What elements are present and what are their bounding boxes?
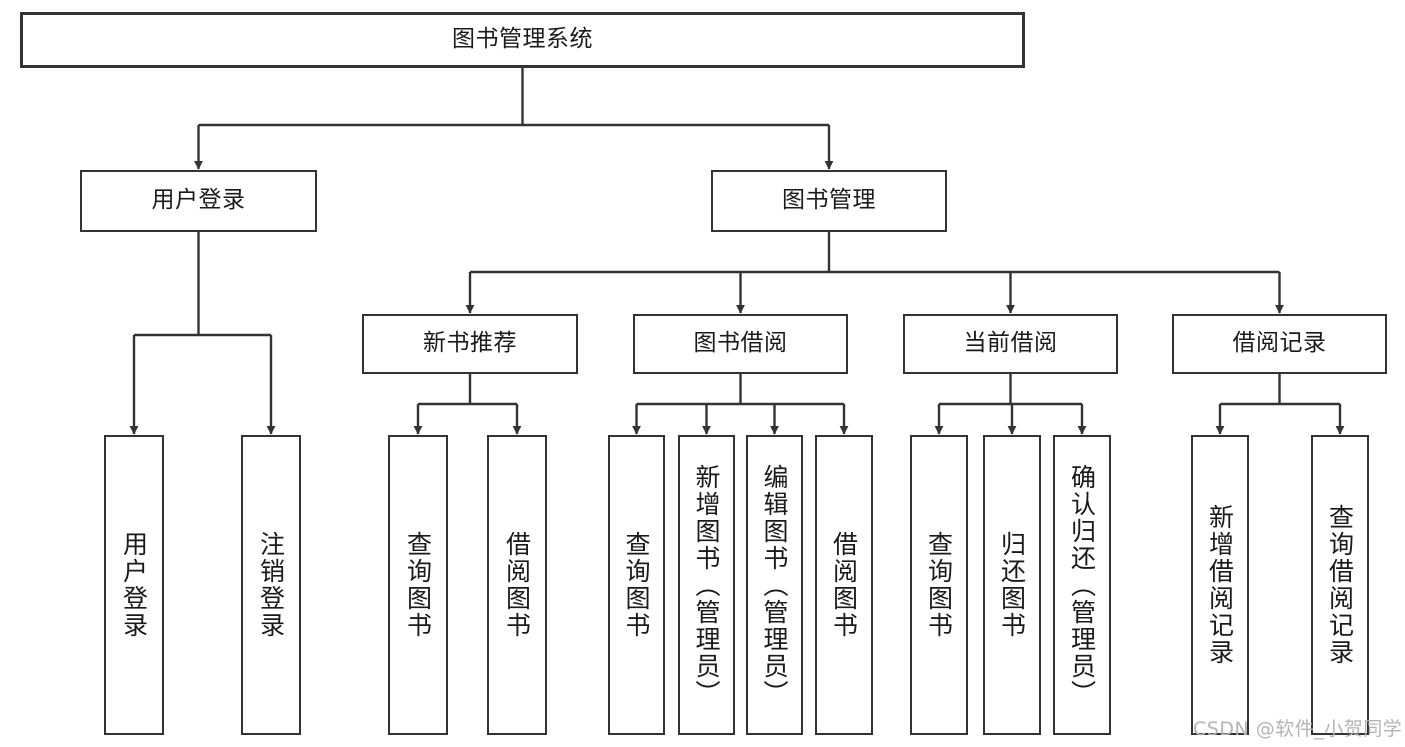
- node-label: 新书推荐: [423, 330, 517, 357]
- node-bookmgmt[interactable]: 图书管理: [711, 170, 947, 232]
- node-label: 查询图书: [403, 531, 433, 639]
- node-label: 查询图书: [924, 531, 954, 639]
- node-label: 归还图书: [997, 531, 1027, 639]
- watermark-text: CSDN @软件_小贺同学: [1193, 718, 1403, 740]
- node-label: 图书管理系统: [452, 26, 593, 53]
- node-borrow[interactable]: 图书借阅: [633, 314, 848, 374]
- node-label: 新增借阅记录: [1205, 504, 1235, 666]
- node-records[interactable]: 借阅记录: [1172, 314, 1387, 374]
- node-label: 借阅图书: [502, 531, 532, 639]
- node-l-confirm[interactable]: 确认归还（管理员）: [1053, 435, 1111, 735]
- node-label: 编辑图书（管理员）: [760, 463, 789, 707]
- node-l-addrec[interactable]: 新增借阅记录: [1191, 435, 1249, 735]
- node-l-query2[interactable]: 查询图书: [608, 435, 665, 735]
- node-label: 图书管理: [782, 187, 876, 214]
- node-label: 新增图书（管理员）: [692, 463, 721, 707]
- node-label: 确认归还（管理员）: [1067, 463, 1097, 707]
- node-l-return[interactable]: 归还图书: [983, 435, 1041, 735]
- node-label: 查询图书: [622, 531, 651, 639]
- node-label: 用户登录: [151, 187, 246, 214]
- node-label: 借阅记录: [1232, 330, 1327, 357]
- node-label: 查询借阅记录: [1325, 504, 1355, 666]
- node-l-queryrec[interactable]: 查询借阅记录: [1311, 435, 1369, 735]
- node-label: 注销登录: [256, 531, 286, 639]
- node-label: 当前借阅: [963, 330, 1058, 357]
- node-l-addbook[interactable]: 新增图书（管理员）: [678, 435, 735, 735]
- node-l-query1[interactable]: 查询图书: [388, 435, 448, 735]
- node-current[interactable]: 当前借阅: [903, 314, 1118, 374]
- node-label: 用户登录: [119, 531, 149, 639]
- node-root[interactable]: 图书管理系统: [20, 12, 1025, 68]
- node-label: 图书借阅: [693, 330, 788, 357]
- node-l-login[interactable]: 用户登录: [104, 435, 164, 735]
- node-label: 借阅图书: [829, 531, 859, 639]
- node-newbook[interactable]: 新书推荐: [362, 314, 578, 374]
- node-l-borrow2[interactable]: 借阅图书: [815, 435, 873, 735]
- node-login[interactable]: 用户登录: [80, 170, 317, 232]
- node-l-editbook[interactable]: 编辑图书（管理员）: [746, 435, 803, 735]
- node-l-borrow1[interactable]: 借阅图书: [487, 435, 547, 735]
- node-l-logout[interactable]: 注销登录: [241, 435, 301, 735]
- node-l-query3[interactable]: 查询图书: [910, 435, 968, 735]
